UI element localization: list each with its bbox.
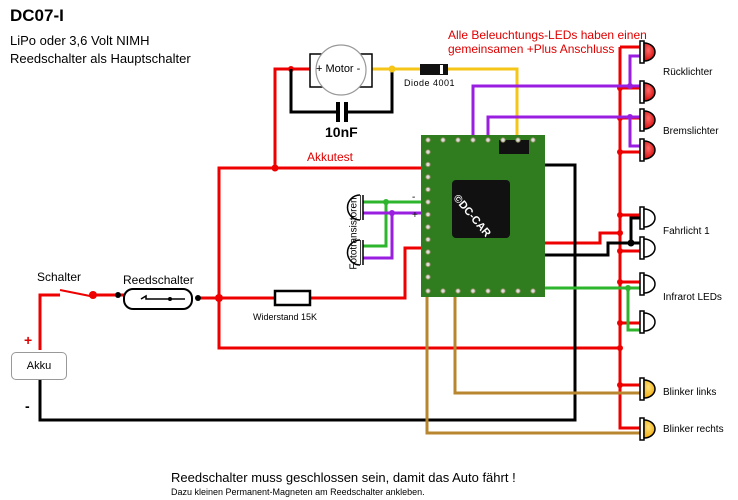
pcb-pin bbox=[425, 149, 431, 155]
phototransistors bbox=[346, 194, 364, 266]
led-white bbox=[639, 236, 656, 260]
pcb-pin bbox=[425, 249, 431, 255]
plus-wires bbox=[38, 45, 640, 430]
motor bbox=[309, 44, 373, 96]
led-shapes bbox=[639, 40, 656, 441]
footer-note-main: Reedschalter muss geschlossen sein, dami… bbox=[171, 470, 516, 485]
led-label-blinker-right: Blinker rechts bbox=[663, 424, 724, 435]
note-line-1: Alle Beleuchtungs-LEDs haben einen bbox=[448, 28, 647, 42]
battery-plus: + bbox=[24, 332, 33, 348]
pcb-pin bbox=[530, 288, 536, 294]
pcb-pin bbox=[425, 211, 431, 218]
brake-wires bbox=[471, 54, 640, 148]
led-white bbox=[639, 206, 656, 230]
pcb-pin bbox=[500, 137, 506, 143]
led-white bbox=[639, 310, 656, 334]
subtitle-battery: LiPo oder 3,6 Volt NIMH bbox=[10, 33, 150, 48]
reed-switch bbox=[115, 288, 201, 310]
led-white bbox=[639, 272, 656, 296]
motor-label: + Motor - bbox=[316, 63, 361, 75]
plus-junctions bbox=[89, 66, 623, 388]
resistor bbox=[273, 289, 312, 307]
pcb-pin bbox=[425, 261, 431, 268]
pcb-pin bbox=[470, 288, 476, 294]
decoder-pcb bbox=[421, 135, 545, 297]
pcb-pin bbox=[425, 174, 431, 180]
reed-switch-label: Reedschalter bbox=[123, 273, 194, 287]
ir-wires bbox=[363, 200, 640, 332]
pcb-pin bbox=[515, 288, 521, 294]
common-plus-note: Alle Beleuchtungs-LEDs haben einen gemei… bbox=[448, 28, 647, 56]
diode bbox=[420, 64, 448, 75]
diode-label: Diode 4001 bbox=[404, 78, 456, 88]
pcb-pin bbox=[470, 137, 476, 143]
capacitor bbox=[336, 102, 348, 122]
battery-box: Akku bbox=[11, 352, 67, 380]
akkutest-label: Akkutest bbox=[307, 150, 354, 164]
pcb-pin bbox=[500, 288, 506, 294]
note-line-2: gemeinsamen +Plus Anschluss bbox=[448, 42, 615, 56]
pcb-pin bbox=[440, 137, 446, 143]
subtitle-reed: Reedschalter als Hauptschalter bbox=[10, 51, 191, 66]
blinker-wires bbox=[425, 295, 640, 435]
pcb-pin bbox=[515, 137, 521, 143]
led-amber bbox=[639, 377, 656, 401]
pin-minus-label: - bbox=[412, 192, 416, 203]
led-label-headlight: Fahrlicht 1 bbox=[663, 226, 710, 237]
pcb-pin bbox=[485, 288, 491, 294]
pcb-pins bbox=[425, 137, 536, 294]
footer-note-sub: Dazu kleinen Permanent-Magneten am Reeds… bbox=[171, 487, 425, 497]
led-label-brake: Bremslichter bbox=[663, 126, 719, 137]
led-red bbox=[639, 40, 656, 64]
pcb-pin bbox=[425, 236, 431, 243]
led-label-infrared: Infrarot LEDs bbox=[663, 292, 722, 303]
pcb-pin bbox=[530, 137, 536, 143]
switch-label: Schalter bbox=[37, 270, 82, 284]
phototransistor-label: Fototransistoren bbox=[348, 197, 360, 270]
pcb-pin bbox=[440, 288, 446, 294]
pcb-pin bbox=[455, 288, 461, 294]
switch bbox=[59, 289, 91, 297]
pcb-pin bbox=[425, 199, 431, 205]
battery-label: Akku bbox=[26, 360, 52, 372]
resistor-label: Widerstand 15K bbox=[253, 312, 318, 322]
led-amber bbox=[639, 417, 656, 441]
pcb-pin bbox=[425, 224, 431, 230]
ground-wires bbox=[38, 69, 640, 422]
pcb-pin bbox=[425, 186, 431, 193]
pin-plus-label: + bbox=[412, 210, 418, 221]
battery-minus: - bbox=[25, 398, 30, 414]
pcb-pin bbox=[425, 137, 431, 143]
led-label-rear: Rücklichter bbox=[663, 67, 713, 78]
capacitor-label: 10nF bbox=[325, 124, 358, 140]
pcb-pin bbox=[425, 274, 431, 280]
pcb-pin bbox=[455, 137, 461, 143]
led-red bbox=[639, 108, 656, 132]
diagram-title: DC07-I bbox=[10, 6, 64, 25]
pcb-pin bbox=[425, 288, 431, 294]
led-red bbox=[639, 138, 656, 162]
pcb-pin bbox=[425, 161, 431, 168]
led-red bbox=[639, 80, 656, 104]
led-label-blinker-left: Blinker links bbox=[663, 387, 717, 398]
pcb-pin bbox=[485, 137, 491, 143]
